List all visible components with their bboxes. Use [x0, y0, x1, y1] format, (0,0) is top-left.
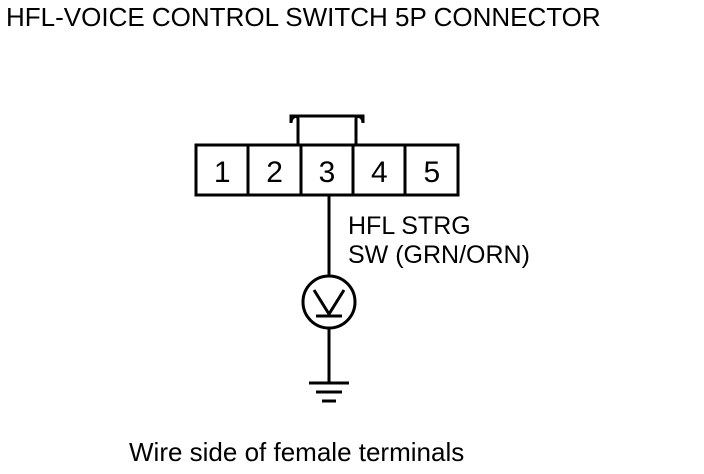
diagram-title: HFL-VOICE CONTROL SWITCH 5P CONNECTOR	[6, 2, 601, 32]
ground-icon	[309, 381, 349, 403]
connector-pins: 1 2 3 4 5	[214, 156, 440, 189]
pin-dividers	[246, 145, 407, 195]
pin-1-label: 1	[214, 156, 231, 189]
pin-2-label: 2	[266, 156, 283, 189]
pin-3-label: 3	[319, 156, 336, 189]
wire-label-line1: HFL STRG	[348, 212, 471, 240]
wire-label: HFL STRG SW (GRN/ORN)	[348, 212, 530, 270]
caption: Wire side of female terminals	[129, 437, 465, 467]
wire-label-line2: SW (GRN/ORN)	[348, 241, 530, 269]
pin-5-label: 5	[423, 156, 440, 189]
voltmeter-icon	[301, 274, 357, 330]
pin-4-label: 4	[371, 156, 388, 189]
connector-latch	[289, 114, 365, 145]
connector-body	[194, 143, 460, 197]
